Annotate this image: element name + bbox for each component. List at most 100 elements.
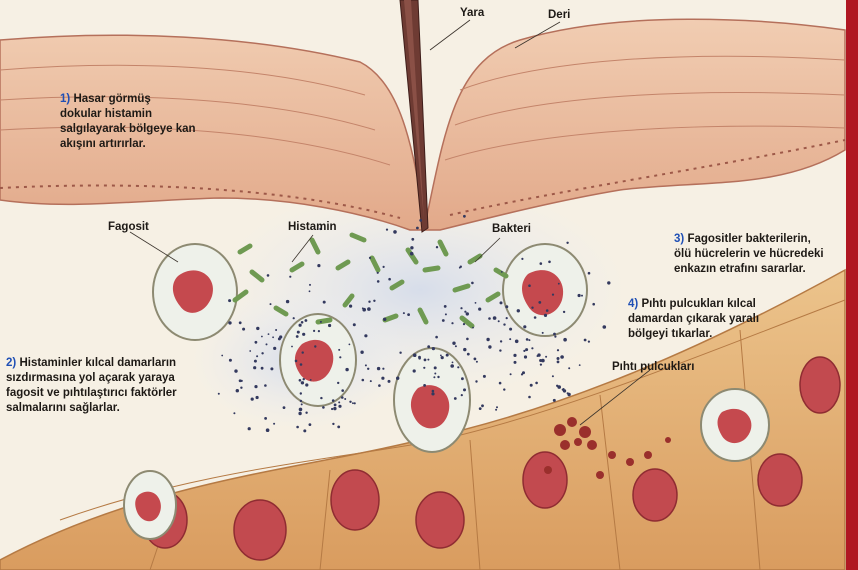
histamine-dot [463, 388, 466, 391]
histamine-dot [463, 323, 465, 325]
step-1-line-4: akışını artırırlar. [60, 137, 196, 152]
histamine-dot [299, 324, 302, 327]
histamine-dot [557, 349, 559, 351]
histamine-dot [381, 377, 384, 380]
histamine-dot [435, 336, 438, 339]
histamine-dot [302, 333, 305, 336]
histamine-dot [303, 378, 305, 380]
histamine-dot [534, 316, 537, 319]
histamine-dot [509, 328, 512, 331]
histamine-dot [553, 333, 556, 336]
step-2-line-1: Histaminler kılcal damarların [19, 357, 176, 369]
histamine-dot [313, 330, 315, 332]
histamine-dot [493, 316, 497, 320]
histamine-dot [486, 338, 489, 341]
histamine-dot [515, 340, 519, 344]
histamine-dot [383, 318, 386, 321]
histamine-dot [424, 359, 427, 362]
histamine-dot [270, 303, 272, 305]
histamine-dot [300, 363, 303, 366]
histamine-dot [320, 397, 322, 399]
histamine-dot [337, 382, 339, 384]
histamine-dot [364, 334, 367, 337]
histamine-dot [483, 375, 486, 378]
histamine-dot [436, 246, 438, 248]
histamine-dot [388, 278, 391, 281]
histamine-dot [521, 258, 523, 260]
histamine-dot [386, 229, 388, 231]
histamine-dot [268, 333, 270, 335]
histamine-dot [479, 407, 482, 410]
histamine-dot [301, 403, 303, 405]
histamine-dot [388, 380, 391, 383]
histamine-dot [300, 400, 302, 402]
step-3-text: 3) Fagositler bakterilerin, ölü hücreler… [674, 232, 824, 277]
histamine-dot [452, 362, 454, 364]
side-bar [846, 0, 858, 570]
histamine-dot [305, 383, 308, 386]
histamine-dot [360, 351, 363, 354]
histamine-dot [557, 357, 560, 360]
label-histamin: Histamin [288, 220, 337, 235]
histamine-dot [528, 339, 530, 341]
histamine-dot [317, 264, 320, 267]
histamine-dot [393, 230, 397, 234]
histamine-dot [354, 402, 356, 404]
histamine-dot [541, 359, 545, 363]
step-2-line-4: salmalarını sağlarlar. [6, 401, 177, 416]
histamine-dot [427, 359, 429, 361]
histamine-dot [411, 238, 414, 241]
histamine-dot [301, 321, 304, 324]
histamine-dot [603, 325, 607, 329]
histamine-dot [239, 321, 242, 324]
histamine-dot [264, 417, 267, 420]
histamine-dot [305, 412, 307, 414]
histamine-dot [298, 412, 301, 415]
step-4-line-2: damardan çıkarak yaralı [628, 312, 759, 327]
histamine-dot [228, 321, 231, 324]
histamine-dot [581, 295, 583, 297]
histamine-dot [254, 360, 257, 363]
histamine-dot [229, 359, 232, 362]
histamine-dot [441, 356, 444, 359]
histamine-dot [305, 319, 308, 322]
histamine-dot [383, 266, 385, 268]
histamine-dot [434, 366, 437, 369]
histamine-dot [293, 317, 295, 319]
step-3-line-2: ölü hücrelerin ve hücredeki [674, 247, 824, 262]
step-4-text: 4) Pıhtı pulcukları kılcal damardan çıka… [628, 297, 759, 342]
histamine-dot [528, 396, 531, 399]
histamine-dot [410, 252, 414, 256]
histamine-dot [475, 380, 477, 382]
histamine-dot [255, 341, 258, 344]
histamine-dot [283, 406, 286, 409]
histamine-dot [322, 406, 325, 409]
histamine-dot [546, 309, 549, 312]
histamine-dot [239, 379, 242, 382]
histamine-dot [396, 377, 399, 380]
step-2-line-3: fagosit ve pıhtılaştırıcı faktörler [6, 386, 177, 401]
histamine-dot [413, 353, 417, 357]
histamine-dot [451, 322, 453, 324]
histamine-dot [510, 373, 512, 375]
histamine-dot [338, 349, 340, 351]
step-4-number: 4) [628, 298, 638, 310]
histamine-dot [314, 345, 316, 347]
histamine-dot [478, 308, 481, 311]
histamine-dot [537, 355, 539, 357]
step-3-line-1: Fagositler bakterilerin, [687, 233, 810, 245]
histamine-dot [296, 335, 299, 338]
histamine-dot [334, 404, 337, 407]
histamine-dot [362, 308, 366, 312]
histamine-dot [457, 366, 459, 368]
histamine-dot [506, 317, 508, 319]
histamine-dot [309, 284, 311, 286]
histamine-dot [450, 364, 454, 368]
histamine-dot [540, 262, 543, 265]
histamine-dot [320, 321, 322, 323]
histamine-dot [341, 389, 344, 392]
histamine-dot [275, 329, 277, 331]
histamine-dot [299, 379, 302, 382]
histamine-dot [310, 379, 312, 381]
histamine-dot [270, 367, 273, 370]
